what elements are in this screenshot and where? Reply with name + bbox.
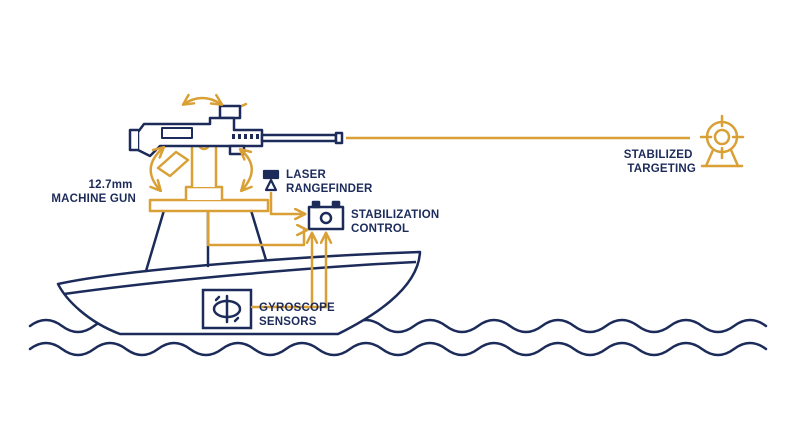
- traverse-arrow-top: [181, 93, 224, 106]
- connector-rangefinder-to-control: [269, 191, 307, 221]
- elevation-arrow-left: [149, 145, 166, 193]
- label-laser-rangefinder: LASER RANGEFINDER: [286, 169, 373, 195]
- label-stabilization-control: STABILIZATION CONTROL: [351, 209, 443, 235]
- laser-rangefinder-icon: [262, 169, 280, 192]
- crosshair-target-icon: [699, 114, 745, 168]
- machine-gun-icon: [128, 102, 344, 202]
- label-stabilized-targeting: STABILIZED TARGETING: [624, 149, 696, 175]
- label-machine-gun: 12.7mm MACHINE GUN: [51, 179, 136, 205]
- connector-mount-to-control: [206, 210, 309, 247]
- label-gyroscope-sensors: GYROSCOPE SENSORS: [259, 302, 338, 328]
- weapon-mount-platform: [148, 198, 270, 213]
- stabilization-control-icon: [307, 200, 345, 231]
- gyroscope-sensor-icon: [201, 288, 253, 330]
- rotation-arrows: [149, 93, 253, 193]
- signal-connections: [206, 191, 333, 309]
- elevation-arrow-right: [238, 147, 253, 193]
